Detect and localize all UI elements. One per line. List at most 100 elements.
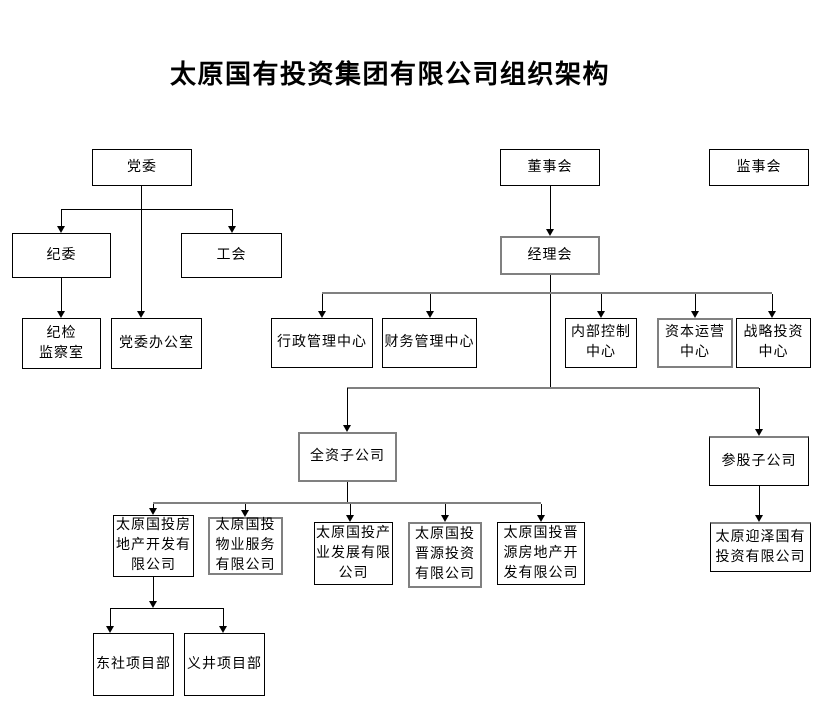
org-box-label: 有限公司 xyxy=(415,567,475,582)
connector-line xyxy=(152,577,154,601)
org-box-label: 太原国投产 xyxy=(316,525,391,541)
org-box-label: 党委办公室 xyxy=(119,335,194,351)
org-box-label: 全资子公司 xyxy=(310,449,385,464)
org-box-jinglihui: 经理会 xyxy=(500,236,600,275)
org-box-yingze-guoyou: 太原迎泽国有投资有限公司 xyxy=(710,522,811,572)
org-box-label: 工会 xyxy=(216,247,247,263)
org-box-dongshihui: 董事会 xyxy=(500,149,600,186)
connector-line xyxy=(540,504,542,516)
org-box-quanzi-zigongsi: 全资子公司 xyxy=(298,432,397,482)
connector-line xyxy=(429,294,431,312)
arrow-down-icon xyxy=(346,515,354,522)
connector-line xyxy=(346,388,348,426)
arrow-down-icon xyxy=(343,425,351,432)
org-box-xingzheng-center: 行政管理中心 xyxy=(271,318,373,368)
org-box-label: 战略投资 xyxy=(743,325,804,340)
org-box-jianshihui: 监事会 xyxy=(709,149,809,186)
org-box-label: 内部控制 xyxy=(571,325,631,340)
org-box-label: 中心 xyxy=(586,345,616,360)
org-box-guotou-fangdichan: 太原国投房地产开发有限公司 xyxy=(113,515,194,577)
org-box-label: 太原国投 xyxy=(215,518,276,533)
connector-line xyxy=(244,504,246,511)
org-box-ziben-center: 资本运营中心 xyxy=(657,318,733,368)
org-box-jiwei: 纪委 xyxy=(12,233,111,278)
arrow-down-icon xyxy=(426,311,434,318)
connector-line xyxy=(60,278,62,312)
arrow-down-icon xyxy=(137,311,145,318)
arrow-down-icon xyxy=(57,311,65,318)
org-box-label: 中心 xyxy=(758,345,789,360)
arrow-down-icon xyxy=(441,515,449,522)
connector-line xyxy=(140,186,142,210)
org-box-label: 公司 xyxy=(338,565,369,581)
connector-line xyxy=(152,504,154,509)
org-box-label: 限公司 xyxy=(131,558,176,573)
org-box-label: 物业服务 xyxy=(215,538,276,553)
connector-line xyxy=(60,209,62,227)
org-box-cangu-zigongsi: 参股子公司 xyxy=(709,436,809,486)
org-box-label: 中心 xyxy=(680,345,710,360)
org-box-dangwei-bangongshi: 党委办公室 xyxy=(111,318,202,369)
connector-line xyxy=(347,387,759,389)
org-box-label: 监事会 xyxy=(736,159,782,175)
arrow-down-icon xyxy=(597,311,605,318)
connector-line xyxy=(444,504,446,516)
arrow-down-icon xyxy=(755,429,763,436)
arrow-down-icon xyxy=(691,311,699,318)
connector-line xyxy=(694,294,696,312)
arrow-down-icon xyxy=(755,515,763,522)
connector-line xyxy=(153,502,541,504)
org-box-guotou-wuye: 太原国投物业服务有限公司 xyxy=(208,517,283,575)
org-box-label: 财务管理中心 xyxy=(384,335,475,350)
connector-line xyxy=(61,208,232,210)
org-box-label: 董事会 xyxy=(527,159,573,175)
arrow-down-icon xyxy=(546,229,554,236)
org-box-label: 资本运营 xyxy=(665,325,725,340)
org-box-label: 纪委 xyxy=(46,247,77,263)
org-box-caiwu-center: 财务管理中心 xyxy=(382,318,477,368)
org-box-label: 太原国投房 xyxy=(116,518,191,533)
page-title: 太原国有投资集团有限公司组织架构 xyxy=(169,60,610,89)
connector-line xyxy=(321,294,323,312)
org-box-label: 有限公司 xyxy=(215,558,276,573)
org-box-label: 监察室 xyxy=(39,345,84,361)
connector-line xyxy=(231,209,233,227)
org-box-label: 业发展有限 xyxy=(316,545,391,561)
connector-line xyxy=(771,294,773,312)
org-box-label: 义井项目部 xyxy=(187,656,262,672)
org-box-label: 党委 xyxy=(127,159,157,175)
arrow-down-icon xyxy=(106,626,114,633)
org-box-neibu-center: 内部控制中心 xyxy=(565,318,637,368)
org-box-dongshe-xiangmubu: 东社项目部 xyxy=(93,633,174,696)
connector-line xyxy=(758,486,760,516)
org-box-label: 参股子公司 xyxy=(721,453,797,469)
org-box-label: 投资有限公司 xyxy=(715,549,806,565)
arrow-down-icon xyxy=(318,311,326,318)
connector-line xyxy=(109,608,111,627)
org-box-zhanlue-center: 战略投资中心 xyxy=(736,318,811,368)
arrow-down-icon xyxy=(228,226,236,233)
connector-line xyxy=(600,294,602,312)
org-box-label: 晋源投资 xyxy=(415,547,475,562)
org-box-label: 纪检 xyxy=(46,325,77,341)
connector-line xyxy=(322,292,772,294)
org-box-gonghui: 工会 xyxy=(181,233,282,278)
org-box-label: 太原国投晋 xyxy=(503,525,579,541)
org-box-jinyuan-fangdichan: 太原国投晋源房地产开发有限公司 xyxy=(497,522,585,585)
org-box-label: 太原国投 xyxy=(415,527,475,542)
org-box-label: 经理会 xyxy=(527,247,573,263)
connector-line xyxy=(222,608,224,627)
arrow-down-icon xyxy=(57,226,65,233)
connector-line xyxy=(110,607,223,609)
org-box-label: 行政管理中心 xyxy=(277,335,367,350)
org-box-label: 发有限公司 xyxy=(503,565,579,581)
org-box-label: 地产开发有 xyxy=(116,538,191,553)
connector-line xyxy=(140,209,142,312)
connector-line xyxy=(549,275,551,388)
arrow-down-icon xyxy=(768,311,776,318)
arrow-down-icon xyxy=(219,626,227,633)
arrow-down-icon xyxy=(149,508,157,515)
arrow-down-icon xyxy=(149,601,157,608)
org-box-jijian-jianchashi: 纪检监察室 xyxy=(22,318,101,369)
